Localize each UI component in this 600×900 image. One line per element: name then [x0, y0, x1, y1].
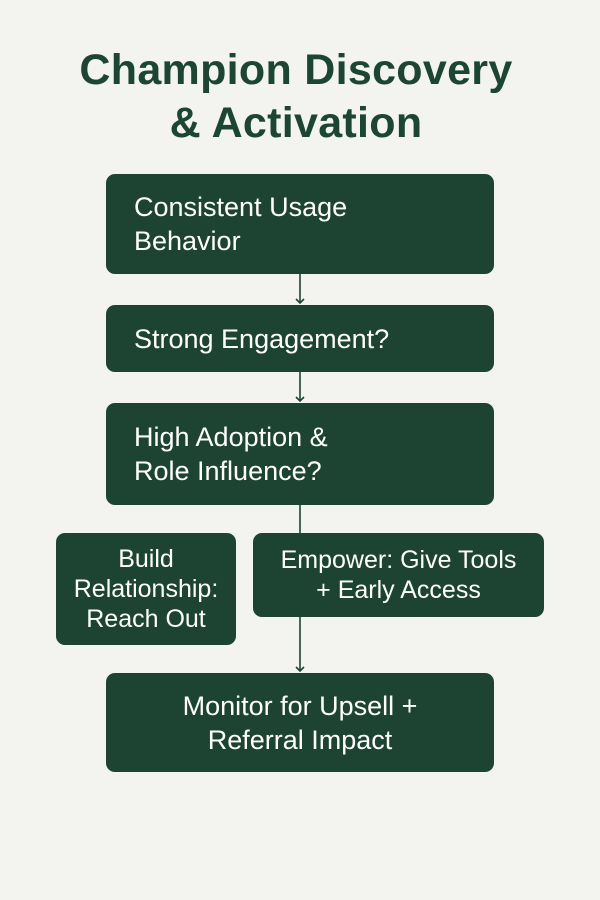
node-label-line: Consistent Usage	[134, 192, 348, 222]
node-build-relationship: Build Relationship: Reach Out	[56, 533, 236, 645]
page-title-line-2: & Activation	[169, 99, 423, 147]
node-monitor-upsell-referral: Monitor for Upsell + Referral Impact	[106, 673, 494, 772]
node-consistent-usage-behavior: Consistent Usage Behavior	[106, 174, 494, 274]
node-label-line: Strong Engagement?	[134, 323, 390, 354]
node-strong-engagement: Strong Engagement?	[106, 305, 494, 372]
node-label-line: Reach Out	[86, 605, 206, 633]
node-label-line: Role Influence?	[134, 456, 322, 486]
node-label-line: Empower: Give Tools	[280, 546, 517, 574]
node-label-line: Build	[118, 545, 174, 573]
node-label-line: Monitor for Upsell +	[182, 690, 418, 721]
node-high-adoption-role-influence: High Adoption & Role Influence?	[106, 403, 494, 505]
node-label-line: High Adoption &	[134, 422, 328, 452]
page-title-line-1: Champion Discovery	[79, 46, 513, 94]
page-title: Champion Discovery & Activation	[0, 44, 592, 150]
node-empower: Empower: Give Tools + Early Access	[253, 533, 544, 617]
node-label-line: Referral Impact	[207, 724, 393, 755]
node-label-line: Relationship:	[73, 575, 219, 603]
node-label-line: Behavior	[134, 226, 241, 256]
node-label-line: + Early Access	[316, 576, 481, 604]
